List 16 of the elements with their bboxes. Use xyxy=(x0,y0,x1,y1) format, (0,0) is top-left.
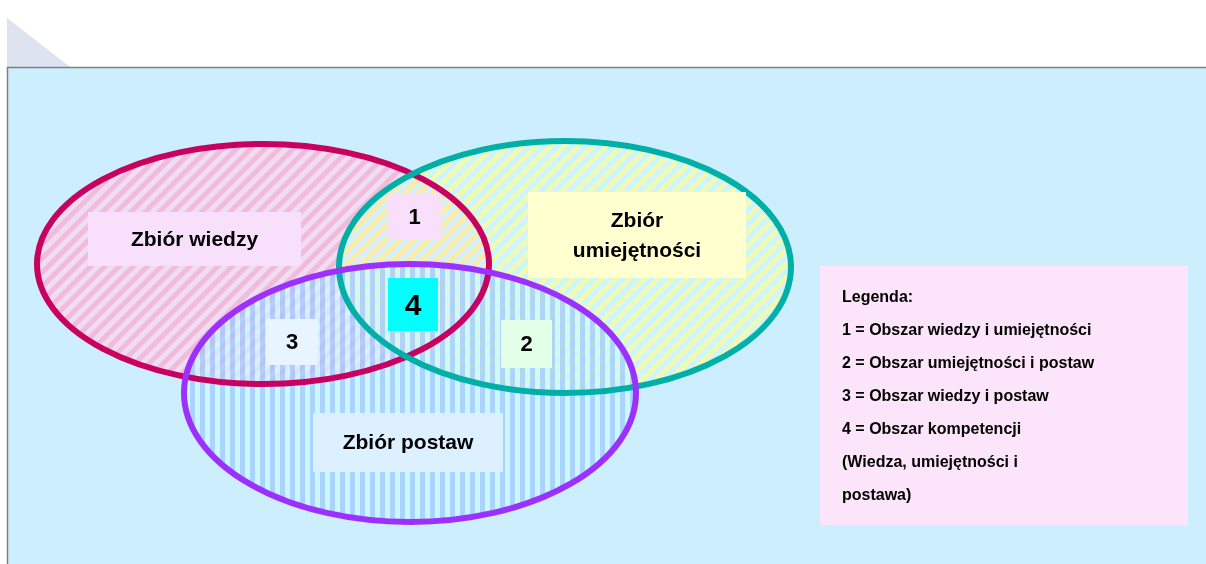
set-ellipse xyxy=(34,141,492,387)
legend-box xyxy=(820,266,1188,525)
legend-item: 4 = Obszar kompetencji (Wiedza, umiejętności i postawa) xyxy=(842,419,1023,505)
set-ellipse xyxy=(181,261,639,525)
set-label: Zbiór wiedzy xyxy=(88,212,301,266)
area-number: 4 xyxy=(388,278,438,331)
area-number: 1 xyxy=(388,194,441,240)
set-label: Zbiór umiejętności xyxy=(528,192,746,278)
legend-heading: Legenda: xyxy=(842,287,915,307)
set-label: Zbiór postaw xyxy=(313,413,503,472)
set-ellipse xyxy=(336,138,794,396)
legend-item: 2 = Obszar umiejętności i postaw xyxy=(842,353,1096,373)
legend-item: 1 = Obszar wiedzy i umiejętności xyxy=(842,320,1093,340)
legend-item: 3 = Obszar wiedzy i postaw xyxy=(842,386,1050,406)
area-number: 2 xyxy=(501,320,552,368)
area-number: 3 xyxy=(266,319,318,365)
